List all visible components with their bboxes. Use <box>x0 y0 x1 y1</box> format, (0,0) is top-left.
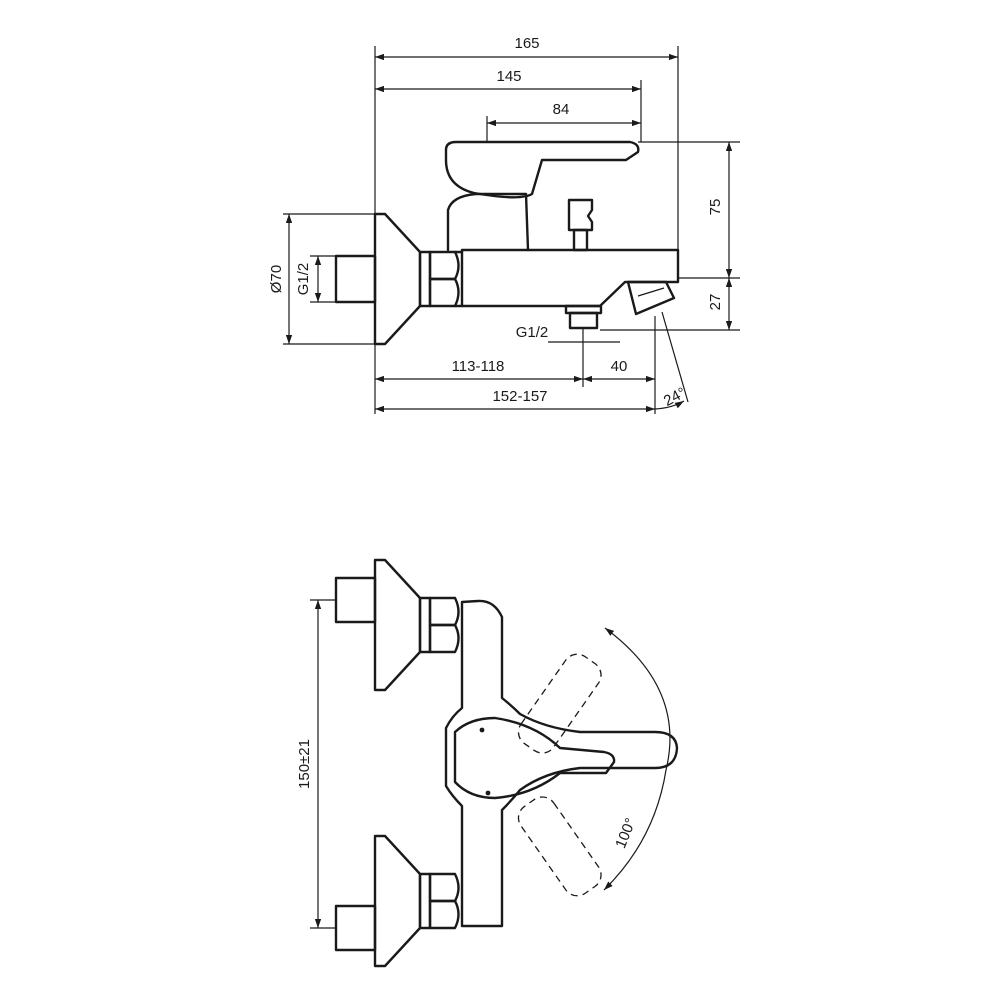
diverter-knob <box>567 198 594 232</box>
upper-inlet <box>334 558 460 692</box>
lower-outlet <box>564 304 603 330</box>
dim-145: 145 <box>496 68 521 85</box>
dim-165: 165 <box>514 35 539 52</box>
lever-rotated-right <box>517 796 602 897</box>
spout-aerator <box>626 280 676 316</box>
dim-75: 75 <box>707 199 724 216</box>
lower-inlet <box>334 834 460 968</box>
lever-handle <box>444 140 640 199</box>
side-view: 165 145 84 75 27 Ø70 G1/2 G1/2 113-118 4… <box>268 35 740 414</box>
dim-rotation-100: 100° <box>612 816 639 851</box>
wall-rosette <box>373 212 422 346</box>
cartridge-cap <box>453 716 616 800</box>
dim-diameter-70: Ø70 <box>268 265 285 293</box>
handle-stem <box>446 192 530 252</box>
extension-lines <box>283 46 740 414</box>
dim-113-118: 113-118 <box>452 358 505 375</box>
dim-outlet-thread: G1/2 <box>516 324 549 341</box>
dim-arc-24 <box>654 400 685 410</box>
dim-angle-24: 24° <box>661 384 689 410</box>
inlet-connector <box>334 254 377 304</box>
dim-84: 84 <box>553 101 570 118</box>
hex-nut <box>418 250 464 308</box>
dim-40: 40 <box>611 358 628 375</box>
dim-27: 27 <box>707 294 724 311</box>
dim-152-157: 152-157 <box>492 388 547 405</box>
rotation-arc <box>603 627 671 891</box>
dim-inlet-thread: G1/2 <box>295 263 312 296</box>
mixer-body-top <box>444 599 679 928</box>
screw-dot-bottom <box>485 790 491 796</box>
screw-dot-top <box>479 727 485 733</box>
top-view: 150±21 100° <box>296 558 679 968</box>
diverter-stem <box>572 228 589 252</box>
mixer-body <box>460 248 680 308</box>
lever-rotated-left <box>517 653 602 754</box>
dim-center-150: 150±21 <box>296 739 313 789</box>
